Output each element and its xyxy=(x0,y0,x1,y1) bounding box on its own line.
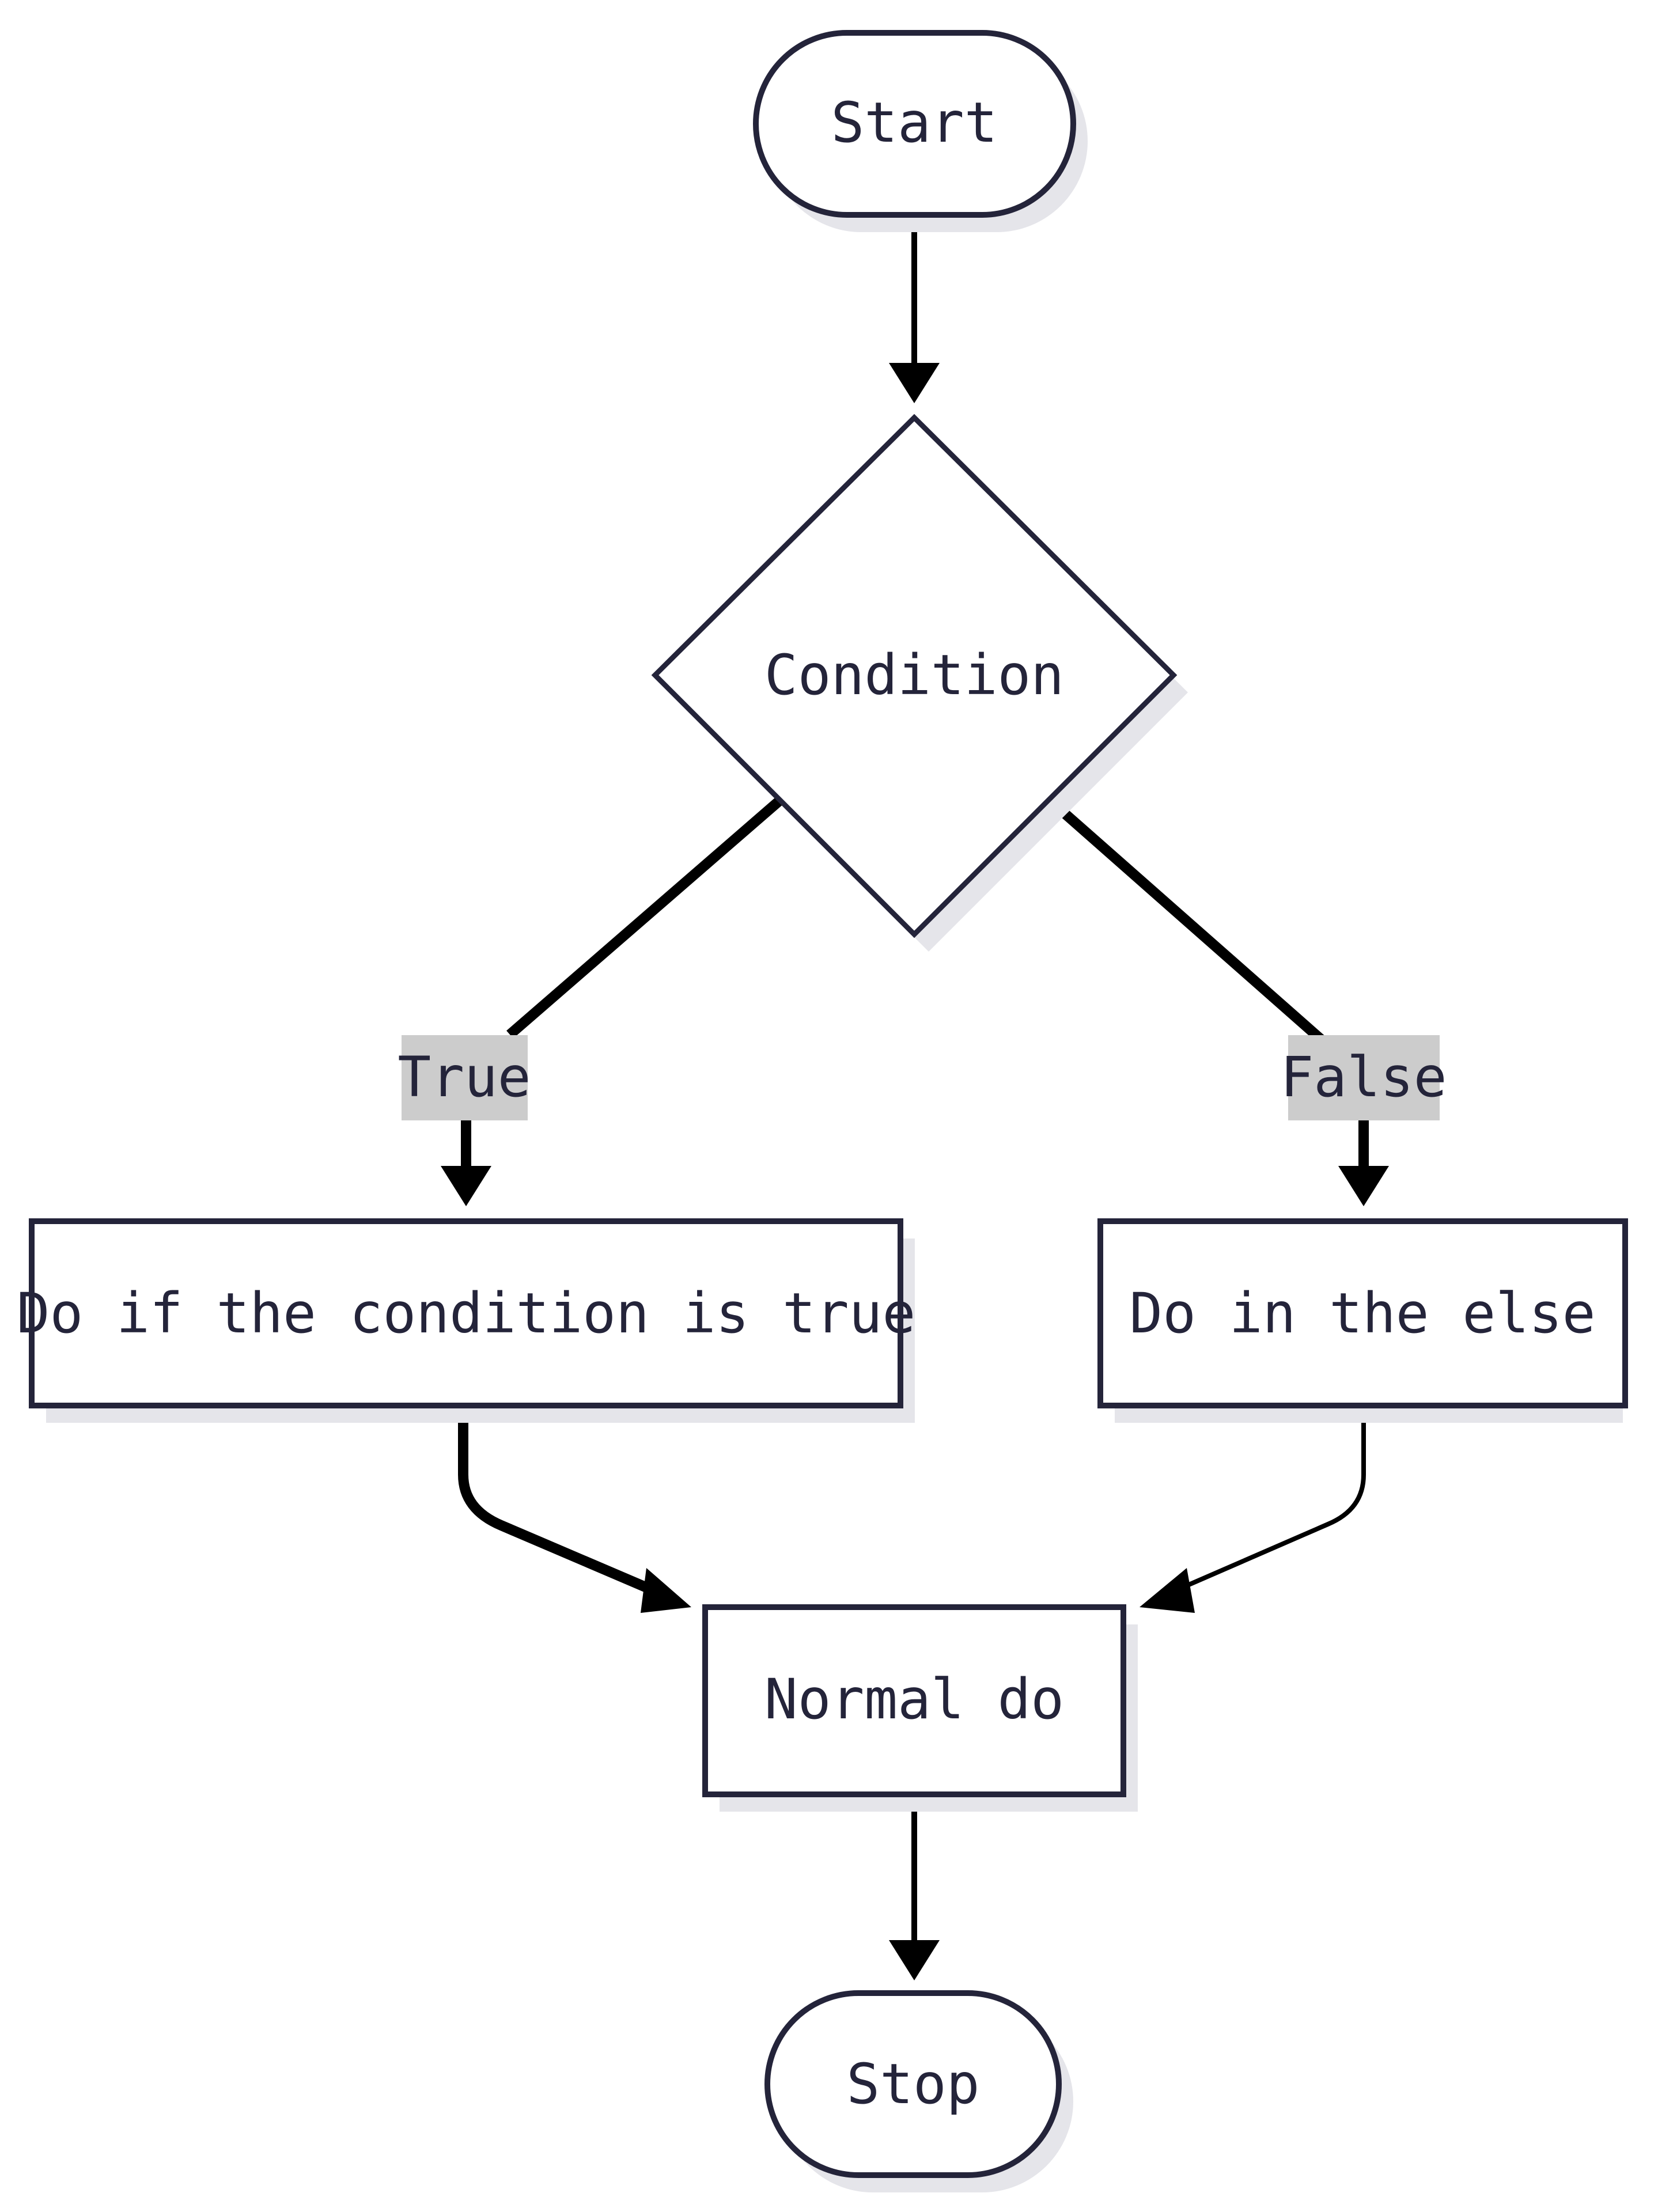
node-condition-label: Condition xyxy=(764,643,1064,707)
node-do-true-label: Do if the condition is true xyxy=(17,1281,916,1346)
arrowhead-stop xyxy=(889,1940,940,1980)
arrowhead-normal-do-right xyxy=(1140,1568,1195,1613)
edge-do-else-to-normal-do xyxy=(1163,1408,1366,1598)
edge-condition-to-true-label xyxy=(506,797,783,1039)
edge-label-false-text: False xyxy=(1281,1045,1447,1109)
edge-label-true: True xyxy=(398,1035,531,1120)
arrowhead-condition xyxy=(889,363,940,403)
node-normal-do-label: Normal do xyxy=(764,1667,1064,1732)
node-normal-do: Normal do xyxy=(702,1604,1138,1812)
node-stop-label: Stop xyxy=(846,2052,979,2116)
arrowhead-do-true xyxy=(441,1166,491,1206)
node-condition: Condition xyxy=(651,414,1188,952)
edge-label-true-text: True xyxy=(398,1045,531,1109)
edge-condition-to-false-label xyxy=(1047,797,1326,1044)
arrowhead-do-else xyxy=(1338,1166,1389,1206)
node-start: Start xyxy=(753,30,1088,232)
arrowhead-normal-do-left xyxy=(641,1568,691,1613)
edge-do-true-to-normal-do xyxy=(458,1408,671,1602)
node-stop: Stop xyxy=(764,1990,1073,2192)
node-do-true: Do if the condition is true xyxy=(17,1218,916,1423)
node-do-else-label: Do in the else xyxy=(1129,1281,1595,1346)
edge-label-false: False xyxy=(1281,1035,1447,1120)
node-start-label: Start xyxy=(831,90,998,155)
node-do-else: Do in the else xyxy=(1097,1218,1628,1423)
edges xyxy=(441,214,1389,1980)
